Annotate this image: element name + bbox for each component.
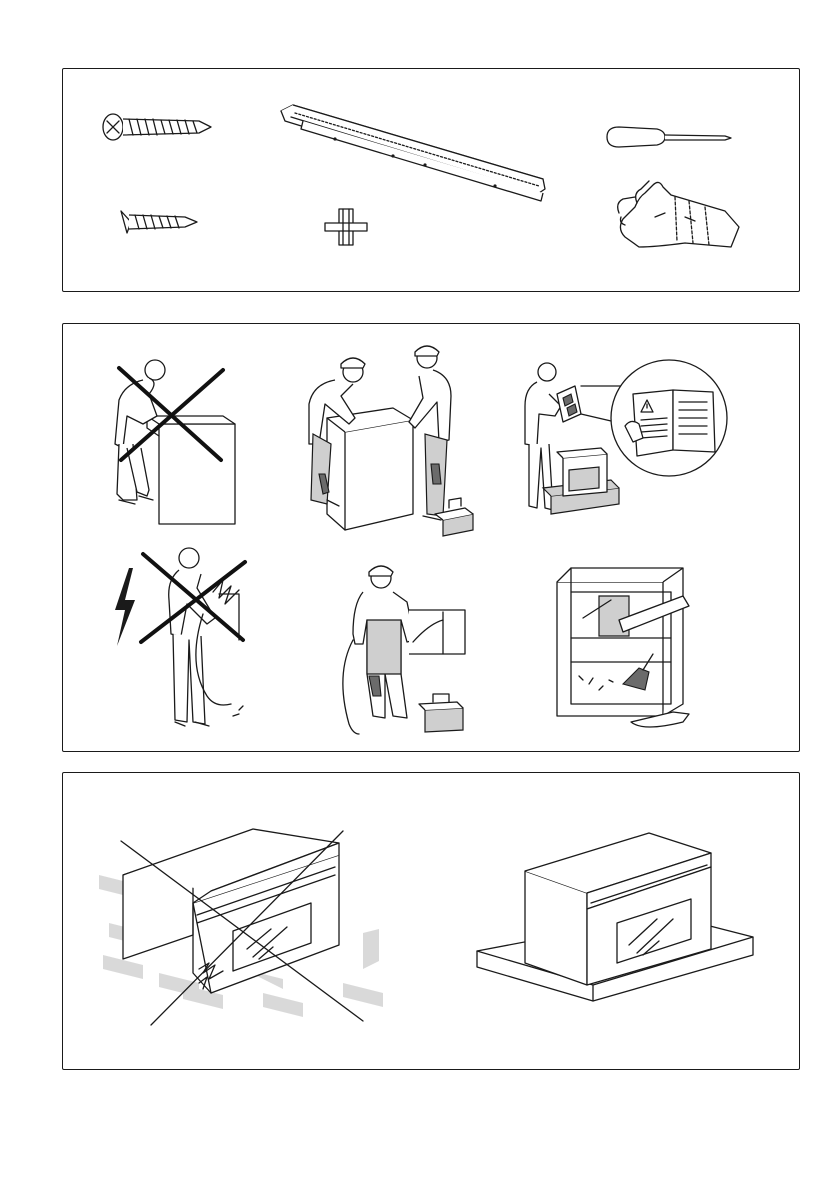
parts-drawing <box>63 69 801 293</box>
electrical-work-prohibited <box>115 548 245 726</box>
oven-on-protective-base <box>477 833 753 1001</box>
single-person-lift-prohibited <box>115 360 235 524</box>
parts-panel <box>62 68 800 292</box>
storage-panel <box>62 772 800 1070</box>
read-manual <box>525 360 727 514</box>
safety-panel <box>62 323 800 752</box>
storage-drawing <box>63 773 801 1071</box>
screwdriver <box>607 127 731 147</box>
spacer-plug <box>325 209 367 245</box>
screw-short <box>121 211 197 233</box>
qualified-installer <box>343 566 465 734</box>
screw-long <box>103 114 211 140</box>
toolbox-icon <box>419 694 463 732</box>
oven-on-bare-floor-prohibited <box>99 829 383 1025</box>
two-person-lift <box>309 346 473 536</box>
mounting-rail <box>281 105 545 201</box>
safety-drawing <box>63 324 801 753</box>
lightning-icon <box>115 568 135 646</box>
gloves <box>618 181 739 247</box>
clean-cabinet <box>557 568 689 727</box>
